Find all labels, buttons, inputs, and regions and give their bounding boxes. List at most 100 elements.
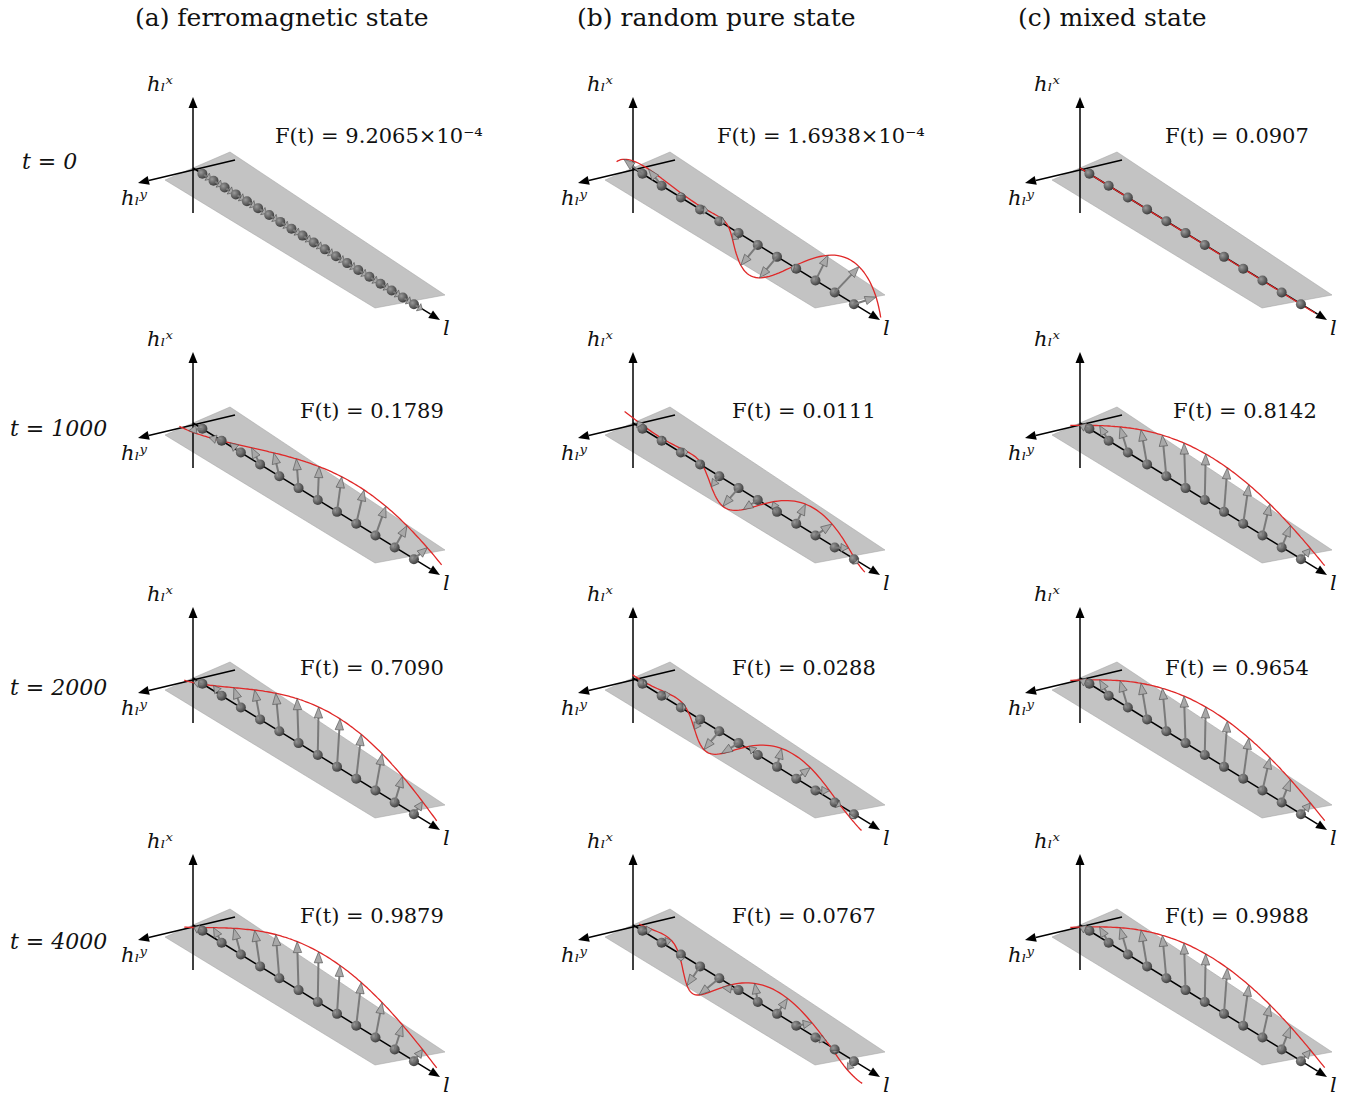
field-arrow-head [335,965,343,976]
axis-head [189,352,198,363]
time-label: t = 0 [22,150,77,174]
field-arrow-shaft [1143,441,1147,465]
field-arrow-shaft [736,233,739,236]
field-arrow-shaft [1105,689,1109,696]
field-plane [605,662,885,818]
axis-label: hₗʸ [1008,944,1034,967]
field-arrow-head [293,699,301,710]
field-arrow-head [252,930,260,942]
axis-label: hₗʸ [1008,697,1034,720]
spin-site [320,244,330,254]
field-arrow-head [741,254,751,265]
envelope-curve [184,927,436,1068]
spin-site [1142,204,1152,214]
envelope-curve [633,675,862,831]
axis-line [632,363,634,468]
axis-label: hₗˣ [147,73,173,96]
field-arrow-head [1263,1005,1271,1017]
field-arrow-head [864,297,876,305]
field-arrow-head [1180,696,1188,707]
field-arrow-shaft [835,275,852,293]
axis-head [868,310,880,320]
axis-head [868,1067,880,1077]
field-arrow-shaft [730,488,738,498]
axis-head [1076,607,1085,618]
axis-head [1025,933,1037,942]
field-arrow-shaft [662,942,666,943]
field-plane [1052,662,1332,818]
field-arrow-shaft [835,546,841,548]
axis-label: l [1330,1074,1337,1097]
field-arrow-shaft [356,501,361,524]
field-arrow-shaft [327,250,330,252]
axis-line [589,415,675,435]
spin-site [1296,299,1306,309]
axis-head [1076,854,1085,865]
field-arrow-head [1282,526,1290,538]
field-arrow-shaft [1262,1016,1267,1038]
field-arrow-head [800,768,810,777]
axis-label: hₗˣ [147,328,173,351]
spin-site [849,809,859,819]
axis-label: hₗʸ [1008,187,1034,210]
field-arrow-head [194,925,200,933]
field-arrow-shaft [681,451,684,453]
spin-site [849,554,859,564]
field-arrow-shaft [276,464,279,477]
field-arrow-shaft [698,719,701,723]
axis-line [193,168,431,314]
field-arrow-head [711,478,719,486]
field-arrow-head [1139,683,1147,695]
field-arrow-shaft [731,989,738,990]
spin-site [1084,169,1094,179]
field-arrow-head [233,928,241,940]
field-arrow-head [1080,678,1087,686]
fidelity-value: F(t) = 0.8142 [1173,400,1317,423]
field-plane [1052,152,1332,308]
field-arrow-shaft [297,953,298,991]
axis-line [633,168,871,314]
field-arrow-head [272,935,280,946]
axis-label: hₗˣ [147,830,173,853]
field-arrow-head [1180,443,1188,454]
field-arrow-shaft [707,978,719,988]
spin-site [398,292,408,302]
field-arrow-shaft [852,814,853,816]
axis-label: l [883,572,890,595]
fidelity-value: F(t) = 0.0288 [732,657,876,680]
axis-head [138,431,150,440]
field-arrow-shaft [655,178,661,186]
field-arrow-shaft [1123,938,1128,954]
spin-site [1161,216,1171,226]
field-arrow-head [314,707,322,718]
spin-site [286,224,296,234]
field-arrow-head [230,443,239,451]
field-arrow-shaft [356,993,360,1025]
spin-site [1181,228,1191,238]
field-arrow-head [704,739,714,750]
field-arrow-head [189,425,197,433]
spin-site [387,286,397,296]
field-arrow-shaft [1243,749,1247,779]
field-arrow-shaft [716,476,720,481]
field-plane [165,407,445,563]
field-arrow-head [1180,943,1188,954]
field-plane [605,909,885,1065]
spin-site [376,279,386,289]
time-label: t = 2000 [10,676,107,700]
field-arrow-head [749,746,757,754]
field-arrow-shaft [337,976,339,1013]
field-arrow-shaft [297,470,298,488]
field-arrow-shaft [1282,536,1287,548]
field-arrow-head [1139,430,1147,442]
field-arrow-shaft [1243,496,1247,524]
field-arrow-head [1119,681,1127,693]
axis-line [192,618,194,723]
fidelity-value: F(t) = 0.0907 [1165,125,1309,148]
field-arrow-shaft [1123,437,1128,452]
spin-site [714,216,724,226]
field-arrow-shaft [777,1007,782,1014]
field-arrow-shaft [236,448,241,452]
field-arrow-head [722,985,732,993]
